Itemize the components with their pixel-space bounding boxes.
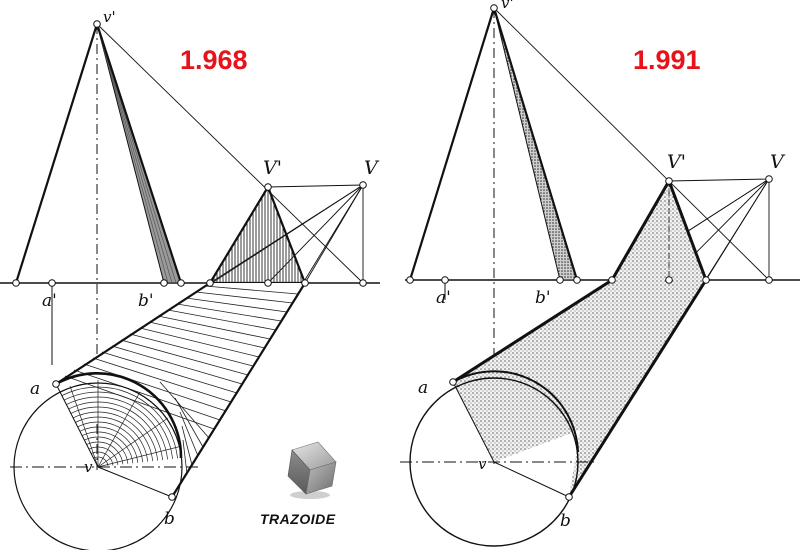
figure-number: 1.968 xyxy=(180,45,248,75)
label-b: b xyxy=(164,509,175,529)
points xyxy=(12,20,367,501)
label-V-prime: V' xyxy=(667,151,686,173)
figure-1968: v' V' V a' b' a v b 1.968 xyxy=(0,8,380,550)
label-v: v xyxy=(84,458,93,476)
cone-elevation xyxy=(14,23,183,470)
label-a-prime: a' xyxy=(436,288,451,308)
cone-plan xyxy=(10,372,200,550)
cone-elevation xyxy=(408,7,579,465)
label-a-prime: a' xyxy=(42,291,57,311)
label-b-prime: b' xyxy=(535,288,551,308)
label-a: a xyxy=(30,379,40,399)
figure-number: 1.991 xyxy=(633,45,701,75)
cube-icon xyxy=(287,441,337,499)
label-V-prime: V' xyxy=(263,157,282,179)
shadow-vertical-plane xyxy=(208,184,307,285)
shadow-region xyxy=(452,177,708,498)
label-b-prime: b' xyxy=(138,291,154,311)
label-b: b xyxy=(560,511,571,531)
label-a: a xyxy=(418,378,428,398)
shadow-horizontal-plane xyxy=(55,282,306,498)
label-v-prime-top: v' xyxy=(103,8,116,26)
logo-text: TRAZOIDE xyxy=(260,511,336,527)
label-v: v xyxy=(478,455,487,473)
label-V: V xyxy=(364,157,380,179)
label-v-prime-top: v' xyxy=(501,0,514,12)
figure-1991: v' V' V a' b' a v b 1.991 xyxy=(400,0,800,547)
trazoide-logo: TRAZOIDE xyxy=(260,441,337,527)
points xyxy=(406,4,773,501)
cone-plan xyxy=(400,370,595,547)
label-V: V xyxy=(770,151,786,173)
